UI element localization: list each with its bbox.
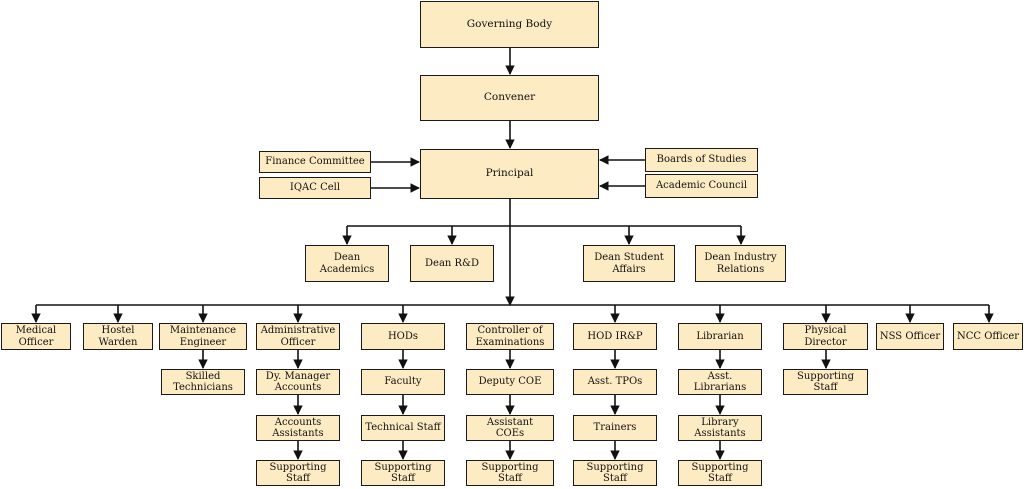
skilled-technicians-box: Skilled Technicians — [161, 369, 245, 395]
nss-officer-box: NSS Officer — [876, 323, 944, 350]
dy-manager-accounts-box: Dy. Manager Accounts — [256, 369, 340, 395]
faculty-box: Faculty — [361, 369, 445, 395]
finance-committee-box: Finance Committee — [259, 151, 371, 173]
supporting-staff-hods-box: Supporting Staff — [361, 460, 445, 486]
administrative-officer-box: Administrative Officer — [256, 323, 340, 350]
hod-irp-box: HOD IR&P — [573, 323, 657, 350]
governing-body-box: Governing Body — [420, 1, 599, 48]
dean-rd-box: Dean R&D — [410, 245, 494, 282]
hods-box: HODs — [361, 323, 445, 350]
academic-council-box: Academic Council — [645, 174, 758, 198]
controller-of-examinations-box: Controller of Examinations — [466, 323, 554, 350]
supporting-staff-library-box: Supporting Staff — [678, 460, 762, 486]
deputy-coe-box: Deputy COE — [466, 369, 554, 395]
librarian-box: Librarian — [678, 323, 762, 350]
principal-box: Principal — [420, 149, 599, 199]
asst-tpos-box: Asst. TPOs — [573, 369, 657, 395]
asst-librarians-box: Asst. Librarians — [678, 369, 762, 395]
convener-box: Convener — [420, 75, 599, 121]
library-assistants-box: Library Assistants — [678, 415, 762, 441]
trainers-box: Trainers — [573, 415, 657, 441]
supporting-staff-irp-box: Supporting Staff — [573, 460, 657, 486]
dean-industry-relations-box: Dean Industry Relations — [695, 245, 786, 282]
maintenance-engineer-box: Maintenance Engineer — [159, 323, 247, 350]
iqac-cell-box: IQAC Cell — [259, 177, 371, 199]
dean-student-affairs-box: Dean Student Affairs — [583, 245, 675, 282]
dean-academics-box: Dean Academics — [305, 245, 389, 282]
ncc-officer-box: NCC Officer — [953, 323, 1023, 350]
accounts-assistants-box: Accounts Assistants — [256, 415, 340, 441]
technical-staff-box: Technical Staff — [361, 415, 445, 441]
supporting-staff-pd-box: Supporting Staff — [783, 369, 868, 395]
hostel-warden-box: Hostel Warden — [83, 323, 153, 350]
assistant-coes-box: Assistant COEs — [466, 415, 554, 441]
supporting-staff-admin-box: Supporting Staff — [256, 460, 340, 486]
supporting-staff-coe-box: Supporting Staff — [466, 460, 554, 486]
boards-of-studies-box: Boards of Studies — [645, 148, 758, 172]
physical-director-box: Physical Director — [783, 323, 868, 350]
medical-officer-box: Medical Officer — [1, 323, 71, 350]
